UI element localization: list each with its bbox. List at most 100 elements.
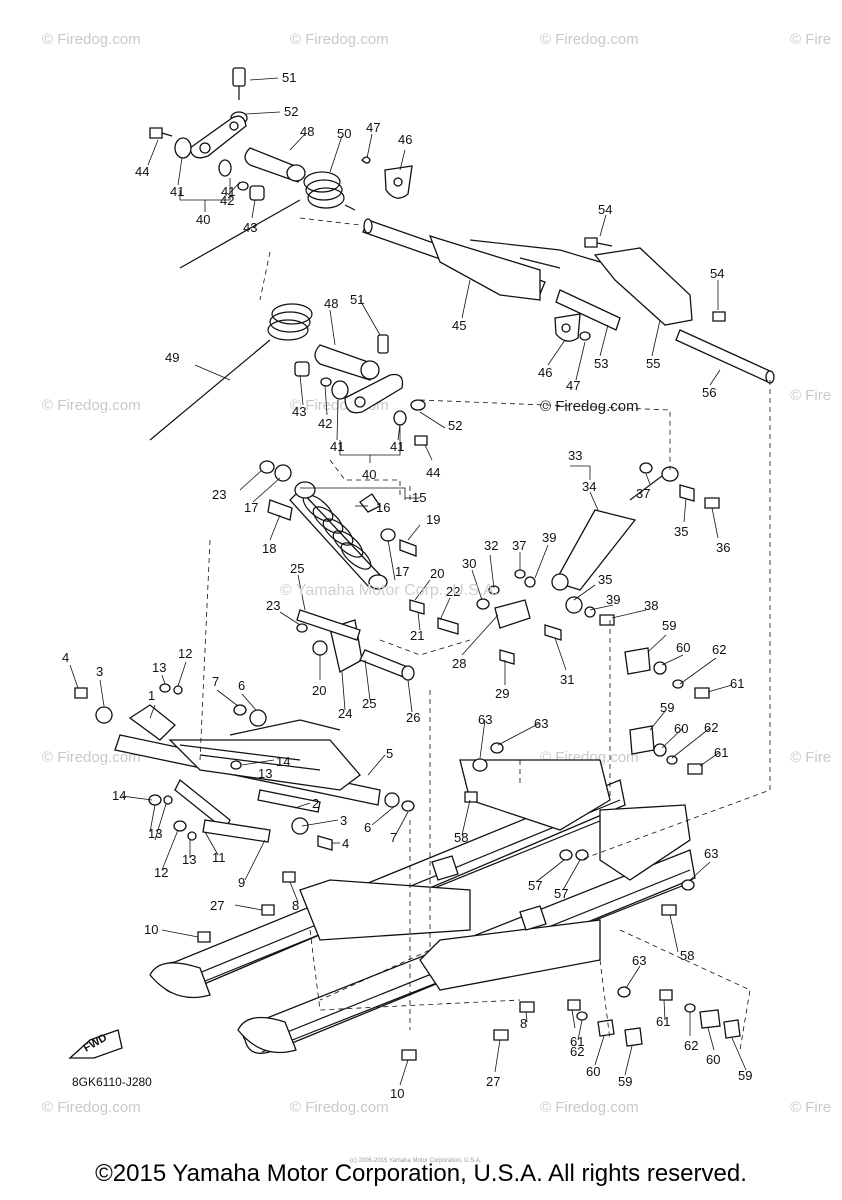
callout-22: 22	[446, 584, 460, 599]
watermark: © Firedog.com	[42, 749, 141, 766]
callout-29: 29	[495, 686, 509, 701]
callout-47: 47	[566, 378, 580, 393]
callout-60: 60	[586, 1064, 600, 1079]
callout-23: 23	[266, 598, 280, 613]
callout-62: 62	[704, 720, 718, 735]
callout-63: 63	[478, 712, 492, 727]
callout-17: 17	[244, 500, 258, 515]
callout-40: 40	[196, 212, 210, 227]
callout-6: 6	[364, 820, 371, 835]
callout-16: 16	[376, 500, 390, 515]
callout-63: 63	[704, 846, 718, 861]
callout-39: 39	[542, 530, 556, 545]
callout-25: 25	[290, 561, 304, 576]
callout-6: 6	[238, 678, 245, 693]
callout-8: 8	[292, 898, 299, 913]
callout-53: 53	[594, 356, 608, 371]
callout-42: 42	[318, 416, 332, 431]
callout-13: 13	[182, 852, 196, 867]
callout-numbers: 51 52 44 48 50 47 46 41 41 40 42 43 54 5…	[62, 70, 752, 1101]
callout-44: 44	[426, 465, 440, 480]
reference-lines	[199, 217, 771, 1051]
callout-35: 35	[598, 572, 612, 587]
fwd-arrow-icon: FWD	[68, 1029, 123, 1059]
callout-47: 47	[366, 120, 380, 135]
callout-18: 18	[262, 541, 276, 556]
watermark: © Firedog.com	[290, 31, 389, 48]
callout-61: 61	[656, 1014, 670, 1029]
callout-58: 58	[680, 948, 694, 963]
callout-59: 59	[738, 1068, 752, 1083]
callout-48: 48	[324, 296, 338, 311]
callout-57: 57	[528, 878, 542, 893]
callout-60: 60	[676, 640, 690, 655]
callout-36: 36	[716, 540, 730, 555]
callout-14: 14	[112, 788, 126, 803]
callout-10: 10	[390, 1086, 404, 1101]
callout-61: 61	[570, 1034, 584, 1049]
watermarks: © Firedog.com © Firedog.com © Firedog.co…	[42, 31, 831, 1116]
callout-62: 62	[684, 1038, 698, 1053]
callout-56: 56	[702, 385, 716, 400]
callout-60: 60	[674, 721, 688, 736]
callout-23: 23	[212, 487, 226, 502]
callout-42: 42	[220, 193, 234, 208]
callout-4: 4	[342, 836, 349, 851]
callout-40: 40	[362, 467, 376, 482]
callout-54: 54	[598, 202, 612, 217]
tiny-copyright-note: (c) 2005-2015 Yamaha Motor Corporation, …	[350, 1158, 482, 1164]
callout-35: 35	[674, 524, 688, 539]
watermark: © Fire	[790, 387, 831, 404]
callout-28: 28	[452, 656, 466, 671]
watermark: © Firedog.com	[290, 1099, 389, 1116]
watermark: © Firedog.com	[540, 1099, 639, 1116]
callout-46: 46	[398, 132, 412, 147]
watermark-firedog: © Firedog.com	[540, 398, 639, 415]
callout-59: 59	[618, 1074, 632, 1089]
callout-19: 19	[426, 512, 440, 527]
callout-63: 63	[632, 953, 646, 968]
callout-12: 12	[154, 865, 168, 880]
callout-17: 17	[395, 564, 409, 579]
callout-62: 62	[570, 1044, 584, 1059]
watermark: © Firedog.com	[42, 1099, 141, 1116]
callout-49: 49	[165, 350, 179, 365]
callout-57: 57	[554, 886, 568, 901]
leader-lines	[69, 77, 747, 1086]
watermark: © Fire	[790, 1099, 831, 1116]
callout-27: 27	[210, 898, 224, 913]
callout-59: 59	[662, 618, 676, 633]
watermark: © Fire	[790, 31, 831, 48]
callout-61: 61	[714, 745, 728, 760]
callout-8: 8	[520, 1016, 527, 1031]
callout-7: 7	[390, 830, 397, 845]
watermark-center: © Yamaha Motor Corp., U.S.A.	[280, 582, 499, 599]
callout-51: 51	[350, 292, 364, 307]
callout-54: 54	[710, 266, 724, 281]
watermark: © Firedog.com	[540, 31, 639, 48]
callout-7: 7	[212, 674, 219, 689]
callout-61: 61	[730, 676, 744, 691]
callout-45: 45	[452, 318, 466, 333]
callout-39: 39	[606, 592, 620, 607]
callout-52: 52	[284, 104, 298, 119]
callout-33: 33	[568, 448, 582, 463]
callout-30: 30	[462, 556, 476, 571]
callout-37: 37	[636, 486, 650, 501]
callout-37: 37	[512, 538, 526, 553]
callout-59: 59	[660, 700, 674, 715]
callout-55: 55	[646, 356, 660, 371]
callout-41: 41	[170, 184, 184, 199]
callout-48: 48	[300, 124, 314, 139]
callout-4: 4	[62, 650, 69, 665]
watermark: © Firedog.com	[42, 397, 141, 414]
callout-14: 14	[276, 754, 290, 769]
watermark: © Fire	[790, 749, 831, 766]
callout-51: 51	[282, 70, 296, 85]
callout-20: 20	[430, 566, 444, 581]
callout-32: 32	[484, 538, 498, 553]
callout-20: 20	[312, 683, 326, 698]
callout-25: 25	[362, 696, 376, 711]
callout-5: 5	[386, 746, 393, 761]
